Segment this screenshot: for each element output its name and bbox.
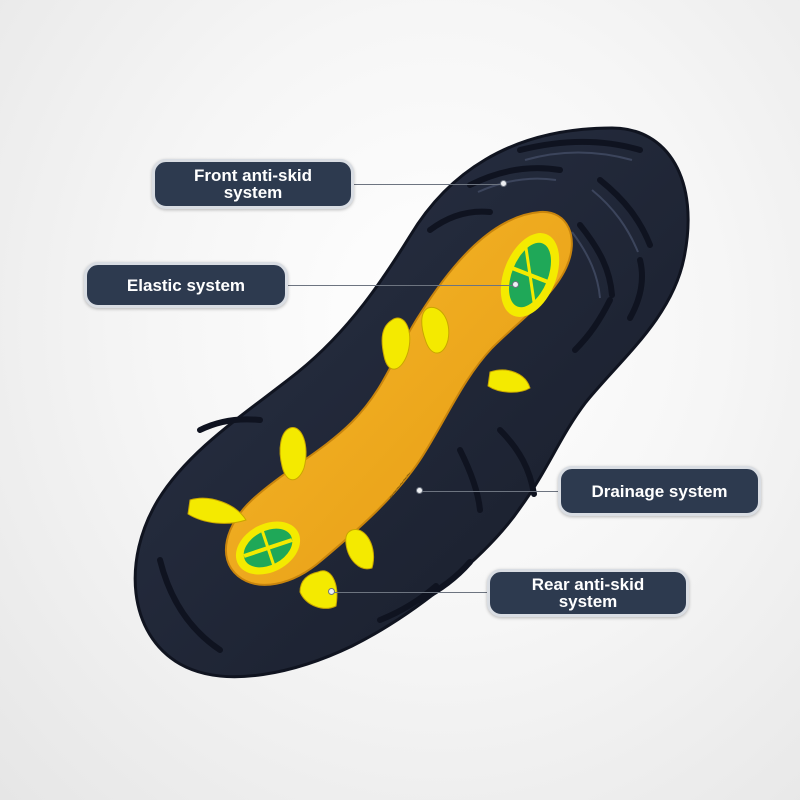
front-green-insert [500,233,560,317]
rear-anti-skid-label-line1: Rear anti-skid [531,575,645,594]
front-tread-lugs [427,138,653,353]
elastic-leader-line [288,285,516,286]
rear-anti-skid-label-line2: system [558,592,618,611]
elastic-system-callout: Elastic system [84,262,288,308]
rear-leader-dot [328,588,335,595]
rear-tread-lugs [157,416,537,653]
heel-green-insert [235,521,301,575]
rear-leader-line [332,592,487,593]
front-anti-skid-label-line2: system [223,183,283,202]
front-tread-highlights [477,151,639,299]
elastic-leader-dot [512,281,519,288]
front-anti-skid-callout: Front anti-skid system [152,159,354,209]
drainage-leader-dot [416,487,423,494]
drainage-system-callout: Drainage system [558,466,761,516]
front-anti-skid-label-line1: Front anti-skid [193,166,313,185]
elastic-system-label: Elastic system [126,275,246,295]
drainage-leader-line [420,491,558,492]
rear-anti-skid-callout: Rear anti-skid system [487,569,689,617]
front-leader-dot [500,180,507,187]
yellow-pads [187,306,531,609]
drainage-system-label: Drainage system [591,481,728,501]
front-leader-line [354,184,504,185]
